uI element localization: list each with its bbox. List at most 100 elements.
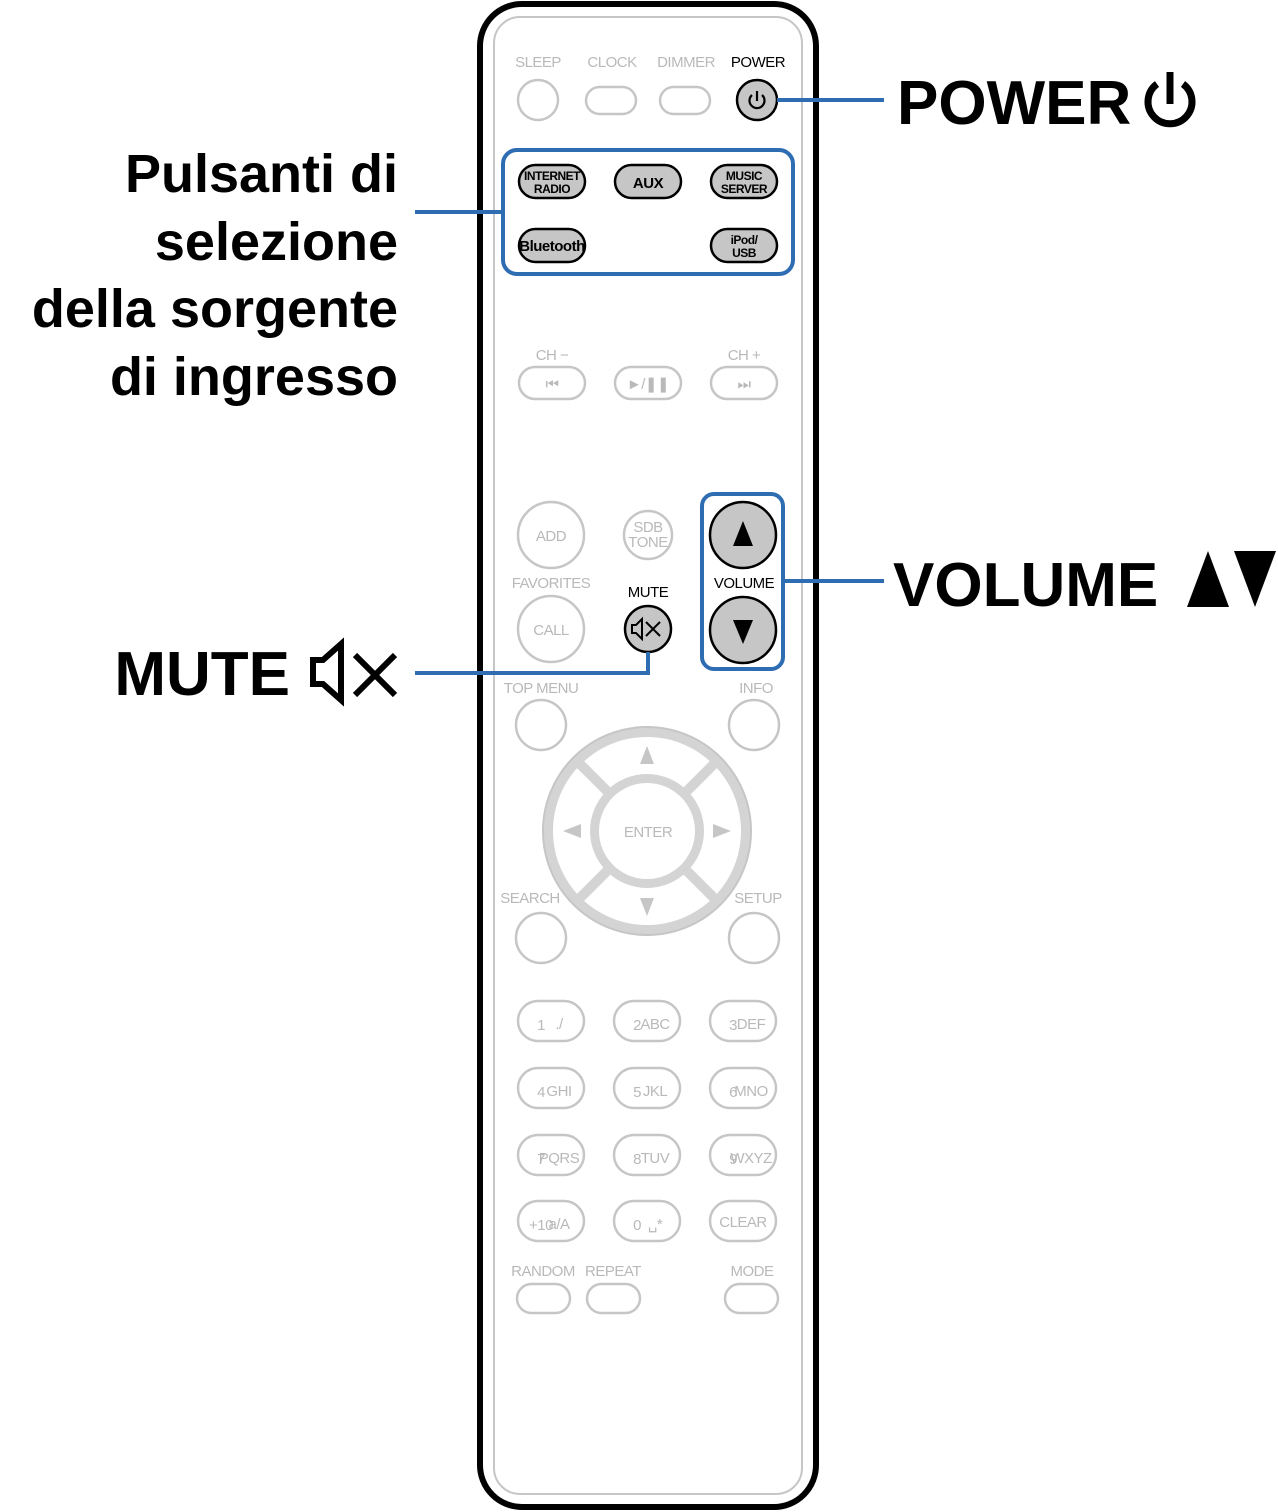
remote-inner-outline [493,16,803,1495]
aux-button[interactable]: AUX [613,163,683,200]
key-letters: JKL [643,1083,668,1100]
enter-button[interactable]: ENTER [599,783,695,879]
source-callout-line4: di ingresso [110,347,398,407]
internet-radio-button[interactable]: INTERNET RADIO [517,163,587,200]
sleep-label: SLEEP [515,54,561,71]
sdb-tone-button[interactable]: SDB TONE [622,509,674,561]
enter-label: ENTER [624,824,673,841]
key-outline [516,1199,586,1243]
key-letters: a/A [548,1216,570,1233]
key-number: 4 [537,1084,545,1101]
source-callout-label: Pulsanti di selezione della sorgente di … [32,144,398,407]
call-label: CALL [533,622,569,639]
ipod-usb-label-line2: USB [732,246,757,260]
key-letters: TUV [641,1150,670,1167]
bluetooth-label: Bluetooth [519,238,585,255]
dpad-down-button[interactable] [640,898,654,916]
dpad-right-button[interactable] [713,824,731,838]
info-button[interactable] [727,698,781,752]
key-number: 2 [633,1017,641,1034]
volume-down-button[interactable] [708,595,778,665]
key-outline [708,999,778,1043]
key-outline [708,1199,778,1243]
bluetooth-button[interactable]: Bluetooth [517,227,587,264]
keypad-key-10[interactable]: +10a/A [516,1199,586,1243]
key-outline [516,1066,586,1110]
repeat-label: REPEAT [585,1263,641,1280]
keypad-key-1[interactable]: 1./ [516,999,586,1043]
keypad-key-clear[interactable]: CLEAR [708,1199,778,1243]
play-pause-button[interactable]: ►/❚❚ [613,365,683,401]
dpad-up-button[interactable] [640,746,654,764]
search-button[interactable] [514,911,568,965]
sdb-label: SDB [633,519,663,536]
setup-button[interactable] [727,911,781,965]
key-outline [708,1066,778,1110]
mute-button[interactable] [623,604,673,654]
top-menu-label: TOP MENU [504,680,579,697]
next-button[interactable]: ⏭ [709,365,779,401]
add-button[interactable]: ADD [516,500,586,570]
aux-label: AUX [633,175,664,192]
key-letters: ABC [640,1016,670,1033]
tone-label: TONE [628,534,668,551]
power-icon [748,91,766,110]
music-server-label-line2: SERVER [721,182,768,196]
key-outline [516,999,586,1043]
key-outline [612,1133,682,1177]
clock-button[interactable] [584,85,638,116]
call-button[interactable]: CALL [516,594,586,664]
power-button[interactable] [735,78,779,122]
key-outline [612,1199,682,1243]
power-label: POWER [731,54,786,71]
favorites-label: FAVORITES [512,575,591,592]
mode-button[interactable] [723,1282,780,1315]
previous-icon: ⏮ [545,376,558,393]
previous-button[interactable]: ⏮ [517,365,587,401]
source-callout-line3: della sorgente [32,279,398,339]
key-outline [612,1066,682,1110]
volume-up-button[interactable] [708,500,778,570]
random-button[interactable] [515,1282,572,1315]
key-number: 8 [633,1151,641,1168]
key-number: +10 [529,1217,553,1234]
key-letters: GHI [546,1083,571,1100]
keypad-key-0[interactable]: 0 ␣* [612,1199,682,1243]
key-letters: WXYZ [730,1150,772,1167]
ch-plus-label: CH + [728,347,761,364]
key-number: 5 [633,1084,641,1101]
power-callout-icon [1144,72,1196,128]
ipod-usb-button[interactable]: iPod/ USB [709,227,779,264]
key-outline [612,999,682,1043]
repeat-button[interactable] [585,1282,642,1315]
power-callout-label: POWER [897,69,1131,138]
volume-callout-arrows-icon [1187,551,1276,607]
random-label: RANDOM [511,1263,575,1280]
volume-callout-label: VOLUME [893,551,1158,620]
dimmer-button[interactable] [658,85,712,116]
top-menu-button[interactable] [514,698,568,752]
music-server-button[interactable]: MUSIC SERVER [709,163,779,200]
key-number: 0 [633,1217,641,1234]
key-letters: ␣* [648,1216,663,1233]
key-outline [708,1133,778,1177]
dimmer-label: DIMMER [657,54,715,71]
music-server-label-line1: MUSIC [726,169,763,183]
info-label: INFO [739,680,773,697]
key-number: 3 [729,1017,737,1034]
key-letters: MNO [734,1083,768,1100]
dpad-left-button[interactable] [563,824,581,838]
sleep-button[interactable] [516,78,560,122]
ch-minus-label: CH − [536,347,569,364]
key-letters: DEF [737,1016,766,1033]
setup-label: SETUP [734,890,782,907]
